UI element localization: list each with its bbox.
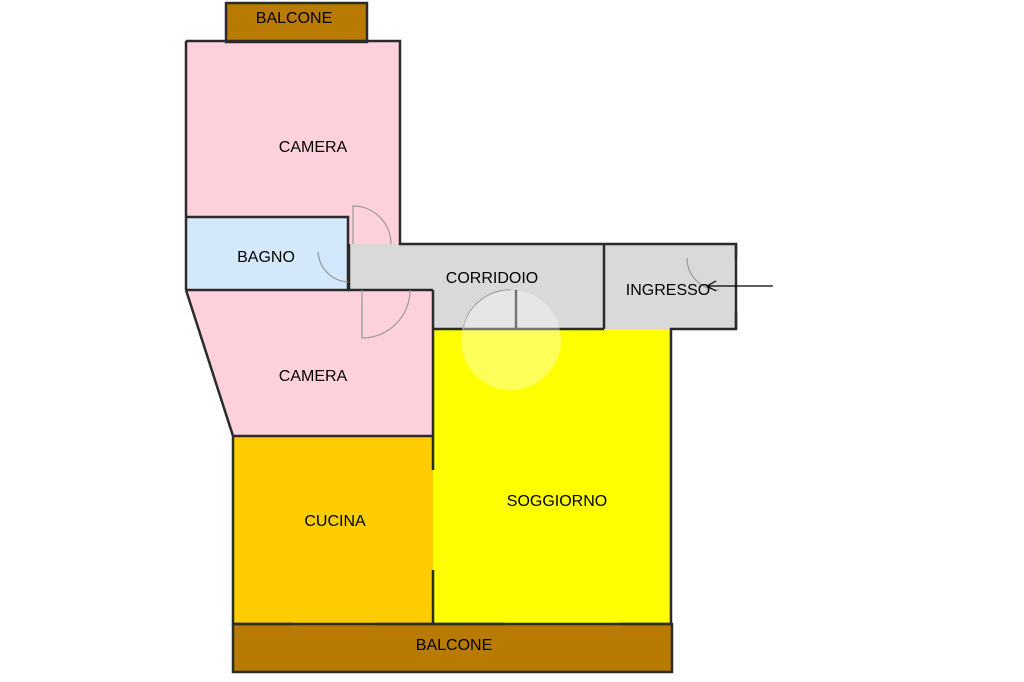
label-camera-top: CAMERA <box>279 139 348 156</box>
room-balcone-top <box>226 3 367 42</box>
room-cucina <box>233 436 433 625</box>
room-corridoio-low <box>433 288 604 329</box>
room-camera-top-ext <box>349 210 400 246</box>
label-cucina: CUCINA <box>304 513 366 530</box>
label-camera-mid: CAMERA <box>279 368 348 385</box>
label-balcone-bottom: BALCONE <box>416 637 492 654</box>
entry-arrow-icon <box>705 280 773 292</box>
door-swings <box>317 205 720 339</box>
room-camera-mid <box>186 290 433 436</box>
label-corridoio: CORRIDOIO <box>446 270 538 287</box>
label-ingresso: INGRESSO <box>626 282 710 299</box>
room-bagno <box>186 217 348 290</box>
walls <box>184 1 738 674</box>
room-soggiorno <box>433 329 671 625</box>
label-bagno: BAGNO <box>237 249 295 266</box>
room-camera-top <box>186 41 400 217</box>
room-corridoio <box>349 244 604 290</box>
label-soggiorno: SOGGIORNO <box>507 493 607 510</box>
glare-highlight <box>461 290 561 390</box>
room-balcone-bottom <box>233 624 672 672</box>
label-balcone-top: BALCONE <box>256 10 332 27</box>
